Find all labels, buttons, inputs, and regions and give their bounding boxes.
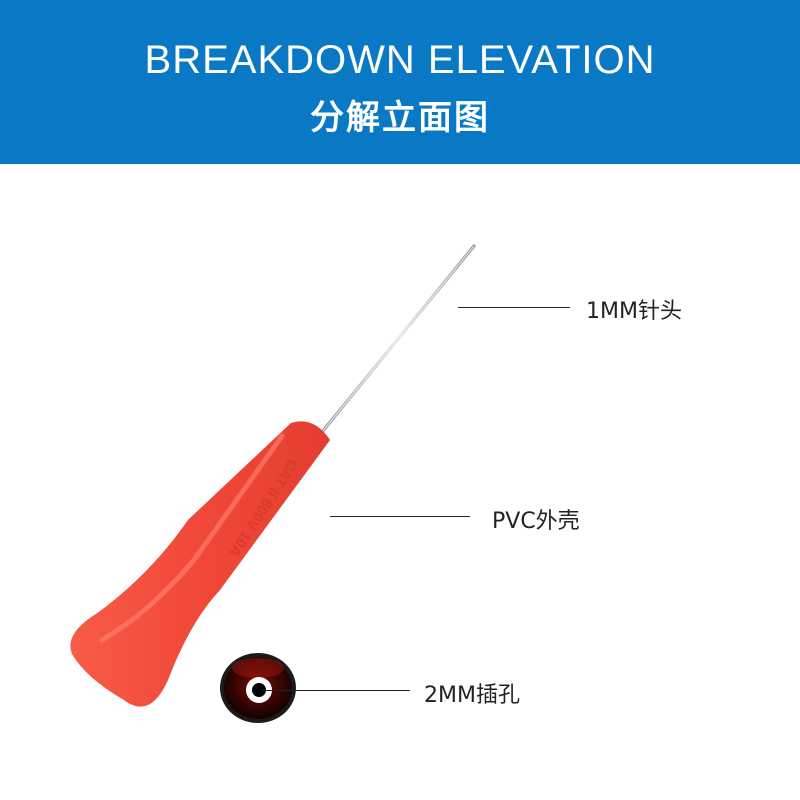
- callout-shell: PVC外壳: [492, 509, 580, 534]
- title-chinese: 分解立面图: [310, 98, 490, 138]
- callout-socket: 2MM插孔: [424, 683, 520, 708]
- header-banner: BREAKDOWN ELEVATION 分解立面图: [0, 0, 800, 164]
- needle: [320, 244, 476, 434]
- callout-line-needle: [458, 307, 570, 308]
- title-english: BREAKDOWN ELEVATION: [144, 38, 656, 82]
- socket-end-view: [220, 653, 296, 723]
- callout-line-shell: [330, 516, 470, 517]
- pvc-handle: CAT II 600V 10A: [70, 421, 331, 707]
- callout-line-socket: [262, 690, 410, 691]
- probe-illustration: CAT II 600V 10A: [70, 244, 476, 723]
- callout-needle: 1MM针头: [586, 299, 682, 324]
